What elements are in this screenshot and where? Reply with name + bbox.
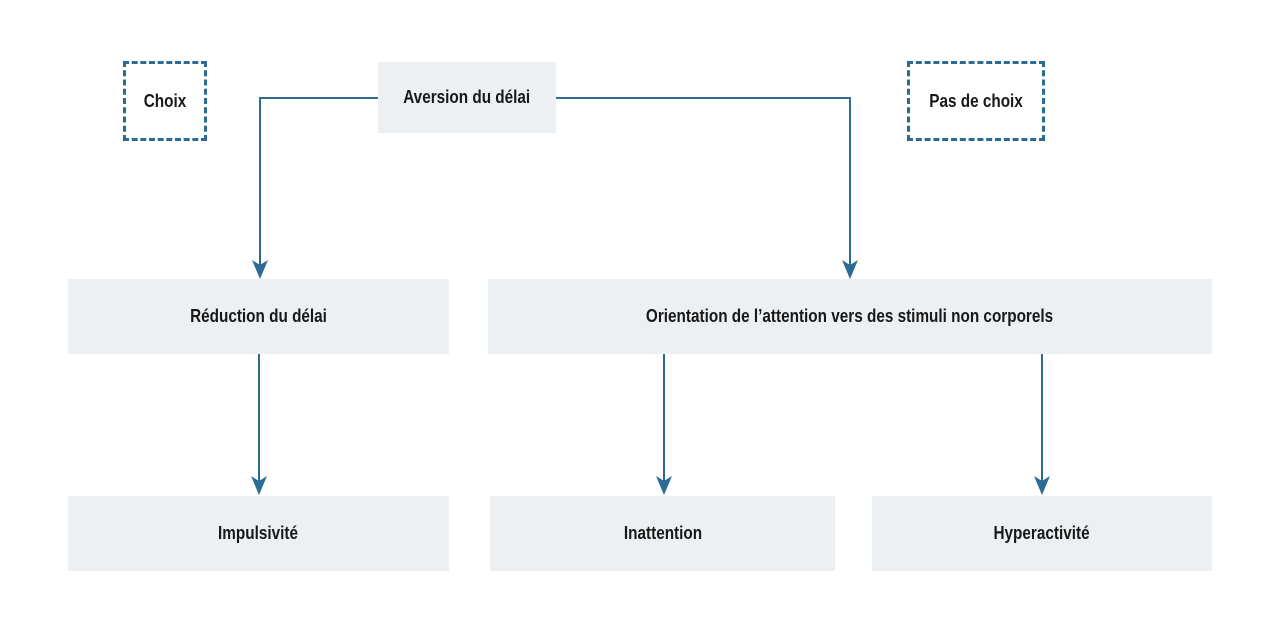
arrowhead-icon — [842, 260, 858, 279]
edge-aversion-reduction — [252, 97, 378, 279]
node-reduction-du-delai-label: Réduction du délai — [190, 306, 327, 326]
edge-reduction-impulsivite — [251, 354, 267, 495]
edge-aversion-orientation — [556, 97, 858, 279]
node-choix: Choix — [123, 61, 207, 141]
edge-orientation-inattention — [656, 354, 672, 495]
edge-orientation-hyperactivite — [1034, 354, 1050, 495]
node-aversion-du-delai: Aversion du délai — [378, 62, 556, 133]
node-hyperactivite: Hyperactivité — [872, 496, 1212, 571]
node-impulsivite: Impulsivité — [68, 496, 449, 571]
arrowhead-icon — [656, 476, 672, 495]
arrowhead-icon — [251, 476, 267, 495]
node-impulsivite-label: Impulsivité — [218, 523, 299, 543]
node-reduction-du-delai: Réduction du délai — [68, 279, 449, 354]
node-pas-de-choix: Pas de choix — [907, 61, 1045, 141]
node-inattention-label: Inattention — [623, 523, 702, 543]
node-pas-de-choix-label: Pas de choix — [929, 90, 1023, 111]
arrowhead-icon — [1034, 476, 1050, 495]
node-orientation-attention: Orientation de l’attention vers des stim… — [488, 279, 1212, 354]
arrowhead-icon — [252, 260, 268, 279]
node-hyperactivite-label: Hyperactivité — [993, 523, 1091, 543]
node-inattention: Inattention — [490, 496, 835, 571]
node-choix-label: Choix — [143, 90, 187, 111]
node-aversion-du-delai-label: Aversion du délai — [403, 87, 531, 107]
node-orientation-attention-label: Orientation de l’attention vers des stim… — [646, 306, 1054, 326]
